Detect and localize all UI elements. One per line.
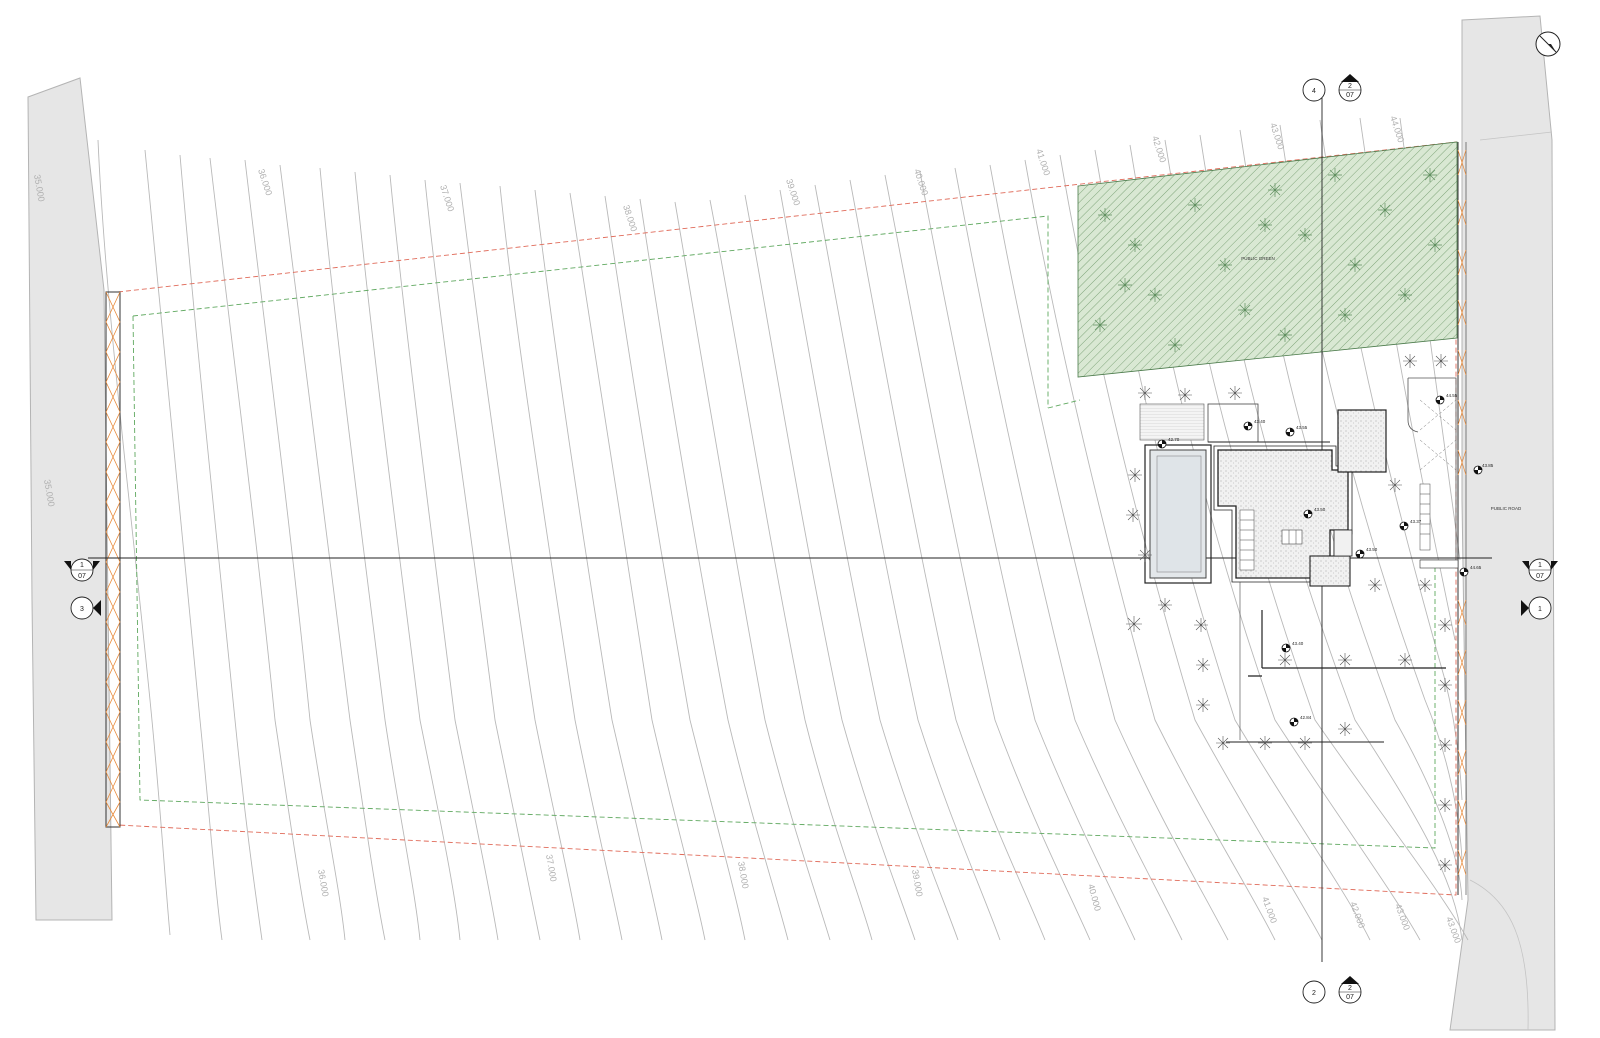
level-marker: 42.70 <box>1157 437 1180 449</box>
svg-text:43.37: 43.37 <box>1410 519 1422 524</box>
svg-text:43.40: 43.40 <box>1292 641 1304 646</box>
svg-text:44.55: 44.55 <box>1446 393 1458 398</box>
level-marker: 43.85 <box>1473 463 1494 475</box>
left-road <box>27 77 113 921</box>
contour-label: 37.000 <box>438 184 456 213</box>
section-ref-sheet: 07 <box>1536 573 1544 580</box>
contour-label: 37.000 <box>544 854 559 883</box>
contour-label: 36.000 <box>316 869 331 898</box>
section-ref-number: 1 <box>1538 562 1542 569</box>
level-marker: 44.55 <box>1435 393 1458 405</box>
shrubs <box>1126 354 1452 872</box>
section-marker-right: 1 07 1 <box>1521 558 1558 620</box>
svg-text:43.85: 43.85 <box>1482 463 1494 468</box>
svg-text:44.65: 44.65 <box>1470 565 1482 570</box>
level-marker: 43.37 <box>1399 519 1422 531</box>
level-marker: 43.40 <box>1281 641 1304 653</box>
public-green-label: PUBLIC GREEN <box>1241 256 1275 261</box>
section-ref-number: 2 <box>1348 985 1352 992</box>
solar-panels <box>1281 529 1303 545</box>
section-marker-number: 3 <box>80 606 84 613</box>
contour-label: 38.000 <box>736 861 751 890</box>
east-fence <box>1457 142 1467 895</box>
section-ref-sheet: 07 <box>78 573 86 580</box>
section-ref-sheet: 07 <box>1346 92 1354 99</box>
right-road-edge <box>1469 131 1553 1031</box>
contour-label: 43.000 <box>1268 122 1286 151</box>
green-trees <box>1093 168 1442 352</box>
contour-label: 35.000 <box>32 174 47 203</box>
contour-label: 40.000 <box>1086 883 1103 912</box>
contour-label: 41.000 <box>1260 895 1279 924</box>
contour-label: 35.000 <box>42 479 57 508</box>
level-marker: 44.65 <box>1459 565 1482 577</box>
svg-text:43.50: 43.50 <box>1366 547 1378 552</box>
contour-label: 42.000 <box>1150 135 1168 164</box>
contour-label: 40.000 <box>912 168 930 197</box>
contour-label: 44.000 <box>1388 115 1406 144</box>
contour-label: 36.000 <box>256 168 274 197</box>
svg-text:42.70: 42.70 <box>1168 437 1180 442</box>
svg-text:43.55: 43.55 <box>1296 425 1308 430</box>
deck <box>1139 403 1205 441</box>
contour-label: 42.000 <box>1348 900 1367 929</box>
section-ref-sheet: 07 <box>1346 994 1354 1001</box>
section-marker-left: 1 07 3 <box>64 558 101 620</box>
annex-roof <box>1309 555 1351 587</box>
contour-label: 39.000 <box>784 178 802 207</box>
level-marker: 43.40 <box>1243 419 1266 431</box>
level-marker: 43.50 <box>1303 507 1326 519</box>
section-ref-number: 1 <box>80 562 84 569</box>
section-marker-bottom: 2 2 07 <box>1302 976 1362 1004</box>
public-road-label: PUBLIC ROAD <box>1491 506 1522 511</box>
building <box>1139 377 1459 743</box>
west-fence <box>105 291 121 828</box>
contour-label: 39.000 <box>910 869 925 898</box>
level-markers: 42.70 43.40 43.55 44.55 43.50 43.37 43.5… <box>1157 393 1494 727</box>
contour-label: 41.000 <box>1034 148 1052 177</box>
level-marker: 43.50 <box>1355 547 1378 559</box>
section-marker-number: 2 <box>1312 990 1316 997</box>
section-marker-number: 4 <box>1312 88 1316 95</box>
svg-text:43.40: 43.40 <box>1254 419 1266 424</box>
section-marker-number: 1 <box>1538 606 1542 613</box>
north-arrow-icon <box>1535 31 1561 57</box>
level-marker: 42.84 <box>1289 715 1312 727</box>
contour-label: 43.000 <box>1393 902 1412 931</box>
svg-text:43.50: 43.50 <box>1314 507 1326 512</box>
level-marker: 43.55 <box>1285 425 1308 437</box>
section-marker-top: 4 2 07 <box>1302 74 1362 102</box>
public-green-area <box>1077 141 1458 378</box>
section-ref-number: 2 <box>1348 83 1352 90</box>
svg-text:42.84: 42.84 <box>1300 715 1312 720</box>
contour-label: 38.000 <box>621 204 639 233</box>
garage-roof <box>1337 409 1387 473</box>
